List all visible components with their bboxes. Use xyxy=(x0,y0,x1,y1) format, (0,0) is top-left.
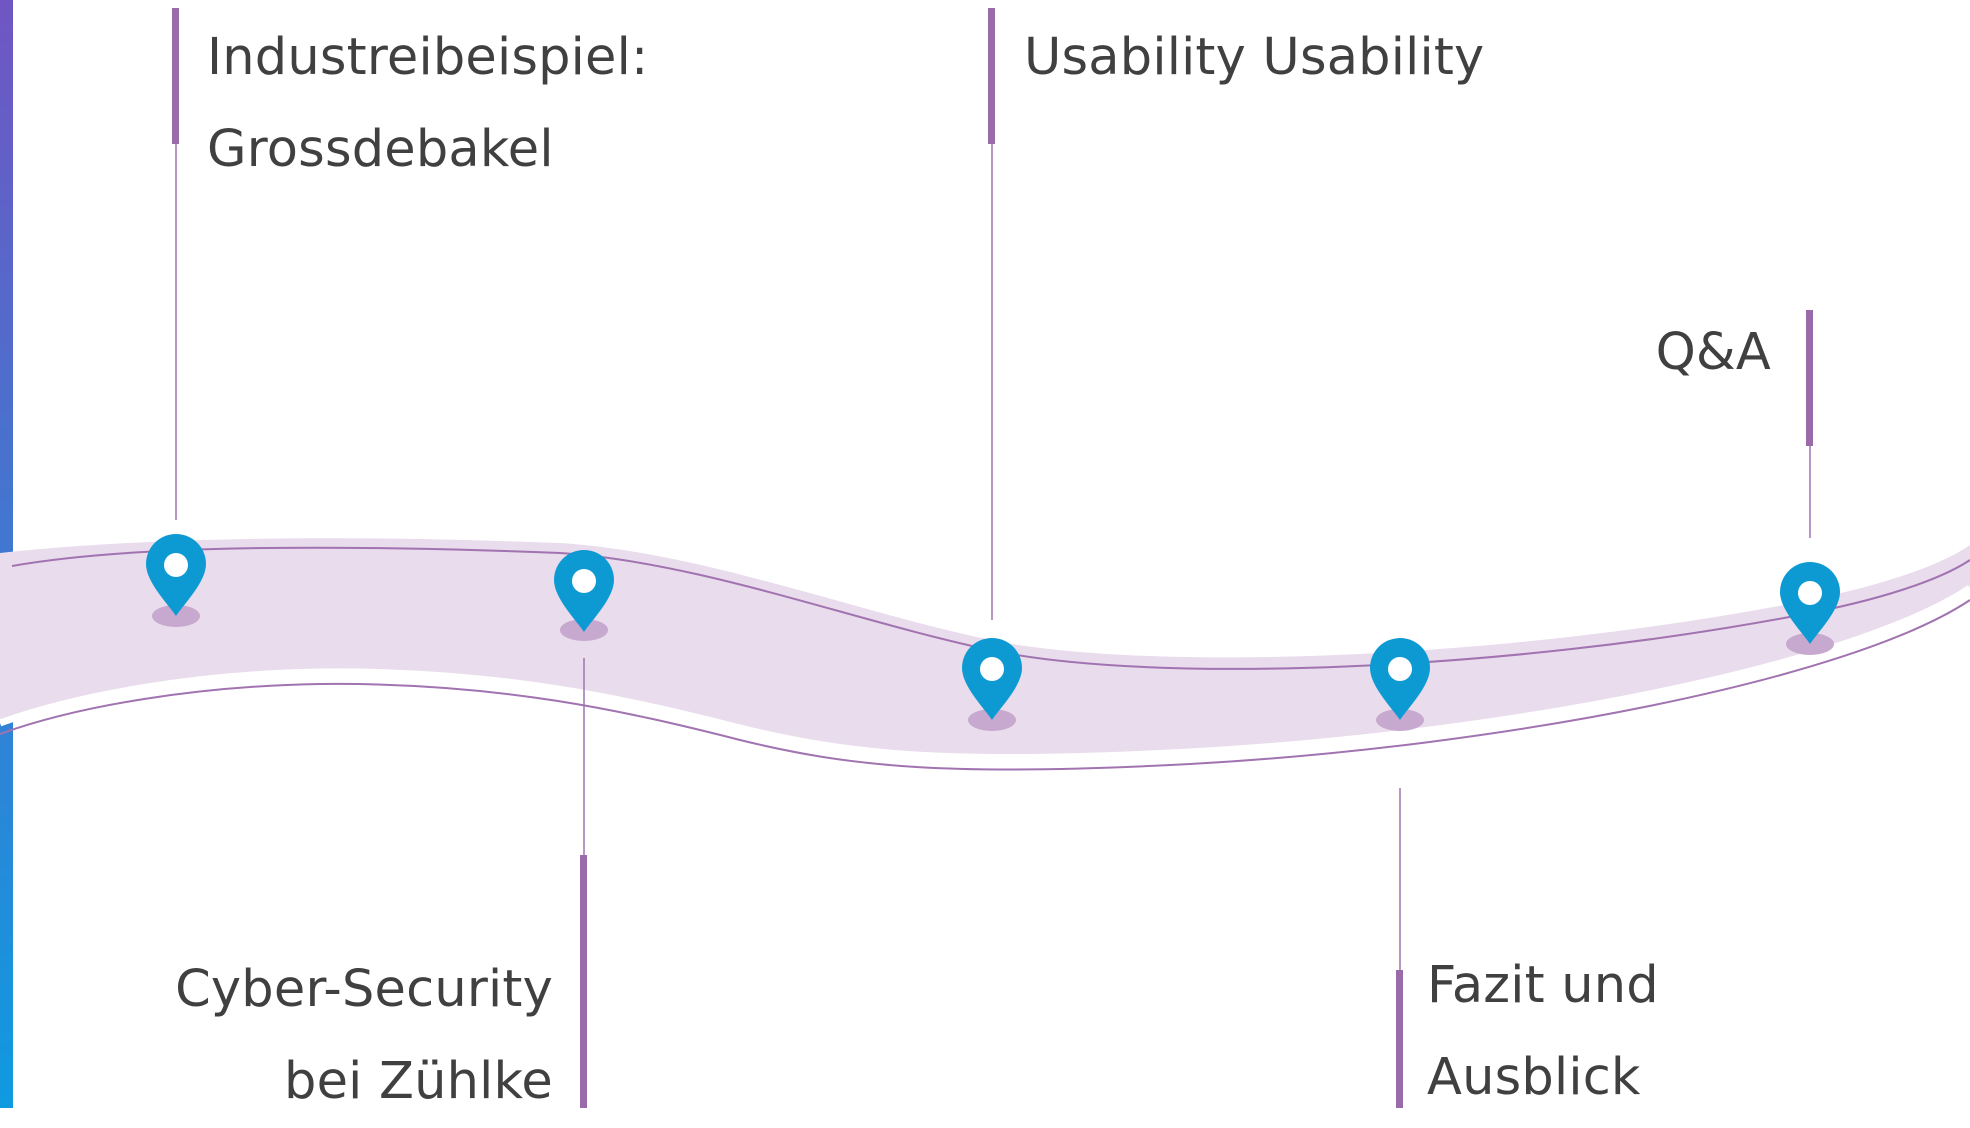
label-line: Usability Usability xyxy=(1024,28,1485,87)
milestone-label-usability: Usability Usability xyxy=(1024,12,1484,104)
map-pin-icon xyxy=(962,638,1022,720)
milestone-label-qa: Q&A xyxy=(1656,307,1771,399)
map-pin-icon xyxy=(1370,638,1430,720)
milestone-qa xyxy=(1780,310,1840,655)
milestone-label-fazit: Fazit und Ausblick xyxy=(1427,940,1659,1124)
label-line: Cyber-Security xyxy=(175,960,553,1019)
milestone-label-cyber-security: Cyber-Security bei Zühlke xyxy=(175,944,553,1128)
label-accent-bar xyxy=(988,8,995,144)
label-line: Ausblick xyxy=(1427,1048,1641,1107)
map-pin-icon xyxy=(1780,562,1840,644)
label-accent-bar xyxy=(1396,970,1403,1108)
map-pin-icon xyxy=(146,534,206,616)
label-line: Grossdebakel xyxy=(207,120,554,179)
label-accent-bar xyxy=(172,8,179,144)
milestone-label-industriebeispiel: Industreibeispiel: Grossdebakel xyxy=(207,12,648,196)
milestone-usability xyxy=(962,8,1022,731)
milestone-fazit xyxy=(1370,638,1430,1108)
label-line: Fazit und xyxy=(1427,956,1659,1015)
milestone-industriebeispiel xyxy=(146,8,206,627)
label-line: Q&A xyxy=(1655,323,1771,382)
road-highlight xyxy=(0,585,1970,762)
road-bottom-line xyxy=(0,599,1970,771)
label-accent-bar xyxy=(1806,310,1813,446)
label-line: Industreibeispiel: xyxy=(207,28,649,87)
milestone-cyber-security xyxy=(554,550,614,1108)
label-accent-bar xyxy=(580,855,587,1108)
label-line: bei Zühlke xyxy=(284,1052,553,1111)
map-pin-icon xyxy=(554,550,614,632)
